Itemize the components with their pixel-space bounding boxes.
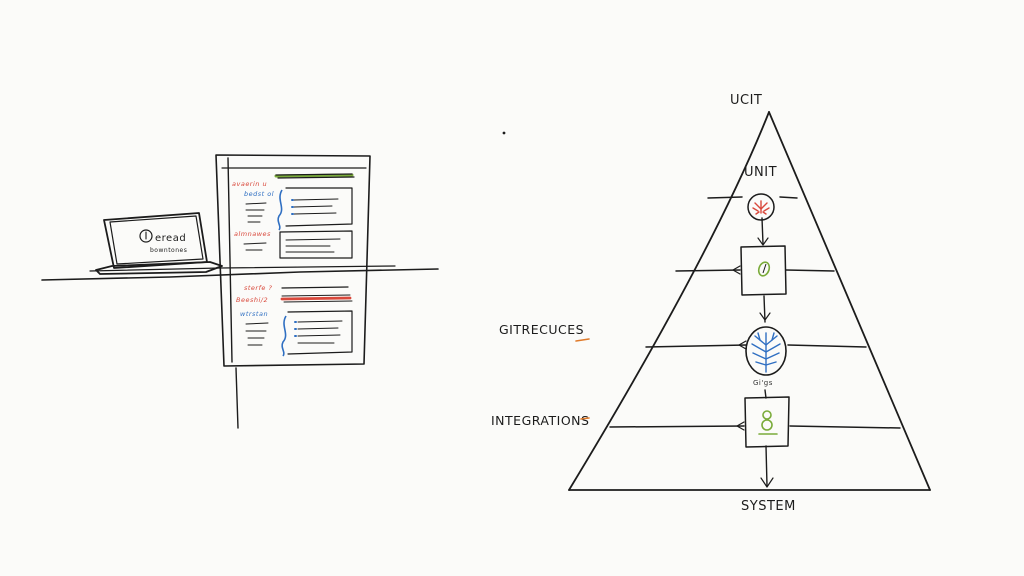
component-node [740, 245, 787, 296]
pyramid-unit-label: UNIT [744, 165, 777, 180]
laptop-document-sketch: eread bowntones avaerin u bedst ol almna… [41, 154, 439, 429]
document-inner-left-line [227, 157, 233, 363]
doc-mid-red-label: almnawes [234, 230, 271, 238]
flow-line-4 [765, 445, 768, 487]
service-node: Gi'gs [745, 326, 787, 387]
document-outer-frame [215, 154, 371, 367]
node-caption: Gi'gs [753, 379, 773, 387]
laptop-screen-subtitle: bowntones [150, 247, 187, 254]
doc-top-red-label: avaerin u [232, 180, 267, 188]
doc-blue-bracket-top [277, 189, 283, 231]
pyramid-left-edge [568, 111, 770, 491]
unit-node [747, 193, 775, 221]
laptop-power-icon [139, 229, 153, 243]
pyramid-integrations-label: INTEGRATIONS [491, 413, 589, 428]
laptop-screen-inner [109, 215, 204, 265]
tier-line-3 [645, 344, 867, 348]
doc-green-highlight [274, 173, 354, 178]
pyramid-right-edge [768, 111, 931, 491]
doc-lower-blue-label: wtrstan [240, 310, 268, 318]
red-bug-icon [752, 200, 770, 215]
flow-line-2 [763, 295, 766, 323]
tier-line-4 [609, 425, 901, 429]
document: avaerin u bedst ol almnawes sterfe ? Bee… [215, 154, 371, 429]
doc-red-highlight [280, 296, 352, 301]
doc-blue-dots-top [291, 199, 294, 215]
shelf-line [41, 268, 439, 281]
doc-top-blue-label: bedst ol [244, 190, 274, 198]
tier-line-1 [707, 196, 798, 199]
pyramid-apex-label: UCIT [730, 93, 762, 108]
doc-blue-dots-bottom [294, 321, 297, 337]
pyramid-middle-label: GITRECUCES [499, 322, 584, 337]
integrations-label-dash [580, 417, 590, 420]
laptop-base [95, 261, 223, 275]
doc-lower-red-label-2: Beeshi/2 [236, 296, 268, 304]
document-vertical-rule [235, 367, 239, 429]
doc-lower-red-label-1: sterfe ? [244, 284, 272, 292]
doc-blue-bracket-bottom [281, 315, 287, 357]
green-leaf-icon [757, 261, 771, 277]
tier-line-2 [675, 269, 835, 272]
green-symbol-icon [758, 410, 778, 435]
blue-tree-icon [751, 332, 781, 373]
flow-line-1 [761, 217, 764, 245]
laptop: eread bowntones [95, 212, 223, 275]
test-pyramid: Gi'gs UCIT UNIT GITRECUCES INTEGRATIONS … [491, 93, 931, 514]
pyramid-base-label: SYSTEM [741, 499, 796, 514]
laptop-screen-title: eread [155, 233, 186, 244]
middle-label-underline [575, 338, 590, 342]
integration-node [744, 396, 790, 448]
stray-dot [502, 131, 506, 135]
flow-line-3 [764, 389, 767, 399]
